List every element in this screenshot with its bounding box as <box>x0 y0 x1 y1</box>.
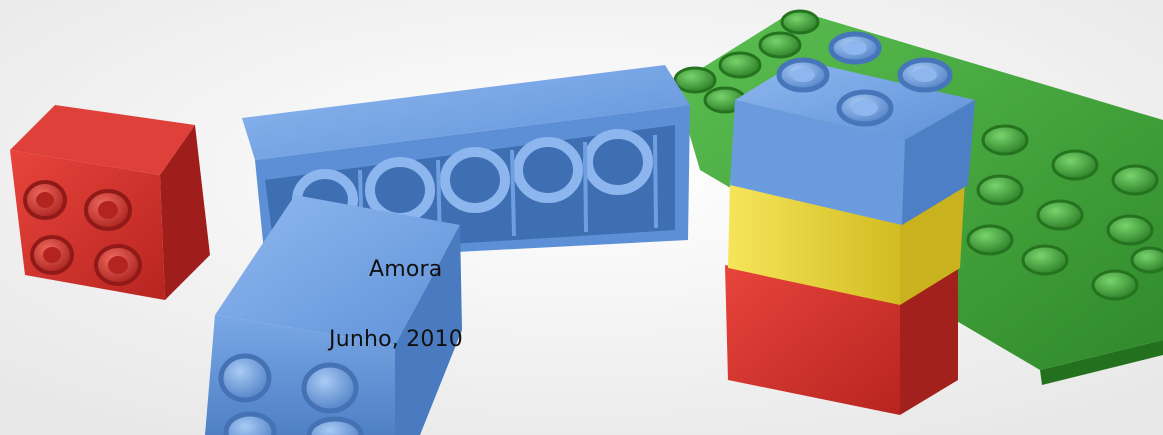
stacked-brick-tower <box>725 31 975 415</box>
red-brick <box>10 105 210 300</box>
caption-date: Junho, 2010 <box>329 327 463 352</box>
caption-name: Amora <box>369 257 443 282</box>
small-blue-brick <box>205 195 462 435</box>
